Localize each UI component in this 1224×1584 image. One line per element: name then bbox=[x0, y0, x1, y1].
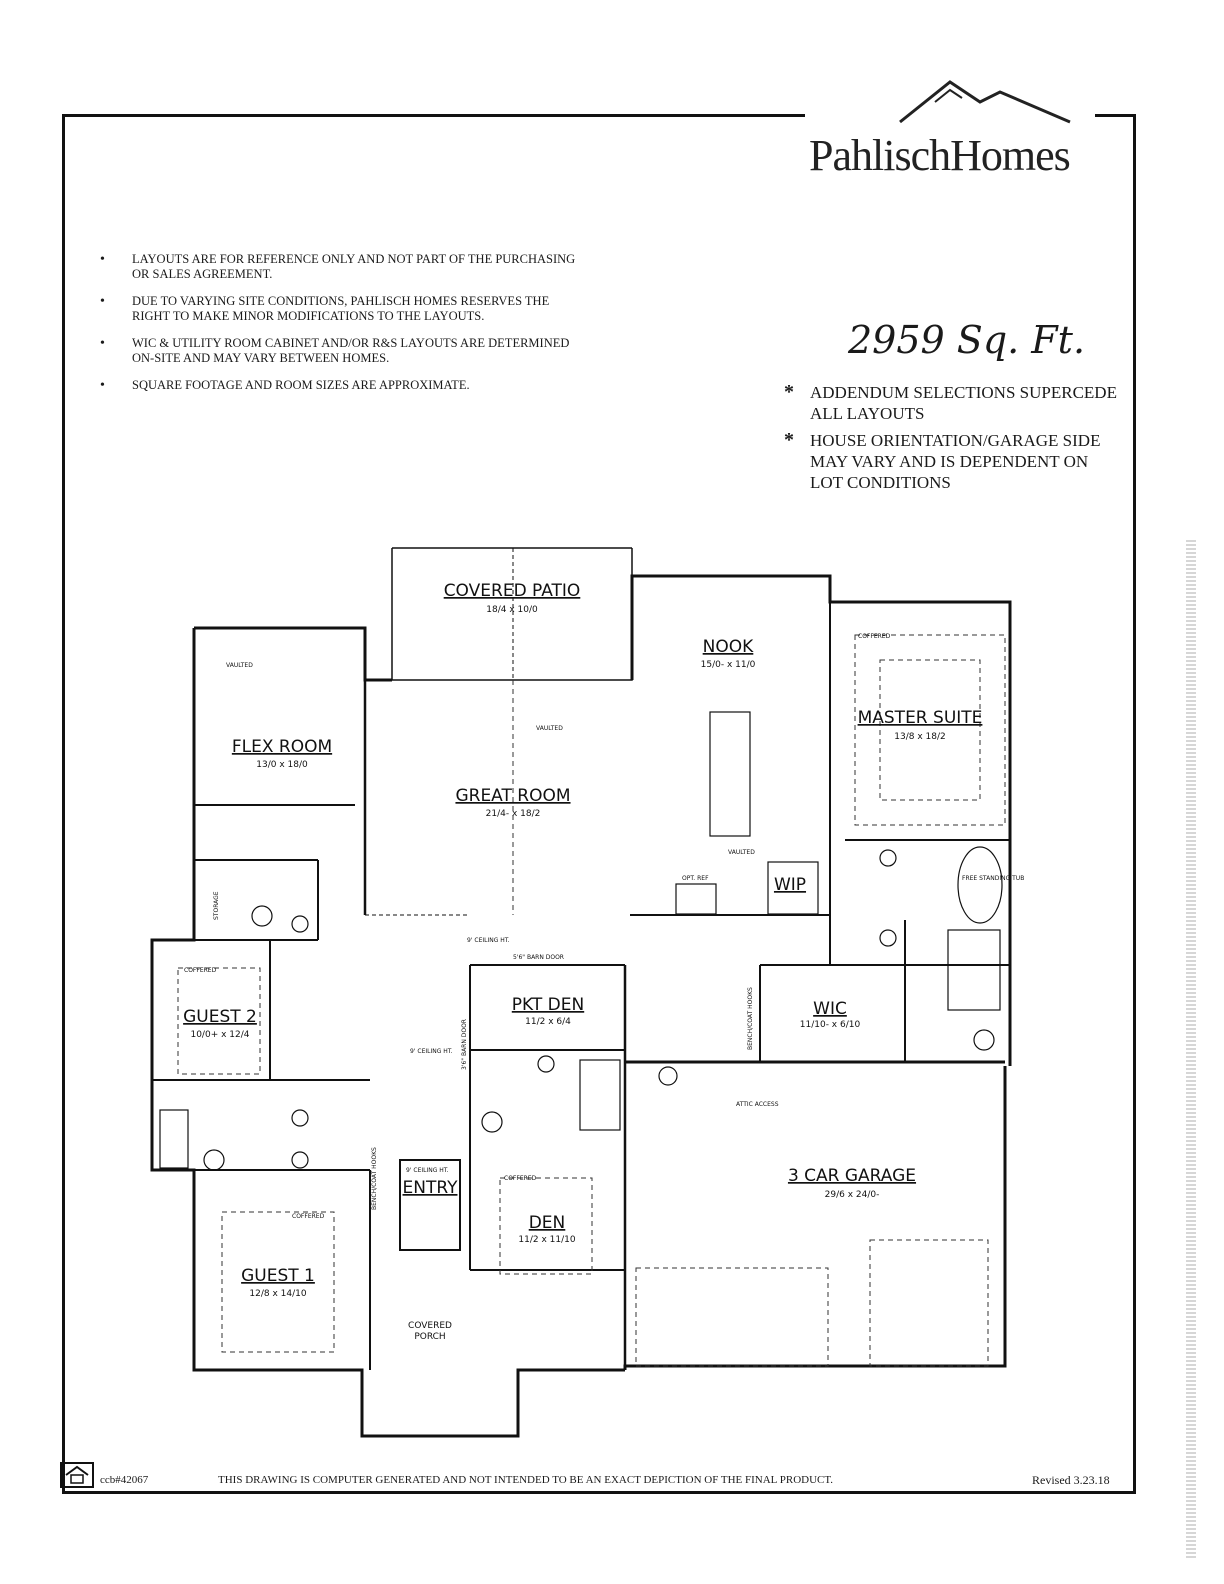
square-footage: 2959 Sq. Ft. bbox=[848, 318, 1086, 362]
note-item: LAYOUTS ARE FOR REFERENCE ONLY AND NOT P… bbox=[100, 252, 580, 282]
guest-2-dims: 10/0+ x 12/4 bbox=[190, 1030, 249, 1040]
footer-disclaimer: THIS DRAWING IS COMPUTER GENERATED AND N… bbox=[218, 1474, 834, 1486]
great-room-dims: 21/4- x 18/2 bbox=[486, 809, 541, 819]
equal-housing-icon bbox=[60, 1462, 94, 1488]
den-dims: 11/2 x 11/10 bbox=[518, 1235, 575, 1245]
storage-note: STORAGE bbox=[213, 891, 220, 920]
ceiling-height-note: 9' CEILING HT. bbox=[467, 937, 510, 944]
exterior-walls bbox=[150, 547, 1012, 1438]
master-suite-label: MASTER SUITE bbox=[858, 708, 983, 728]
note-item: WIC & UTILITY ROOM CABINET AND/OR R&S LA… bbox=[100, 336, 580, 366]
garage-label: 3 CAR GARAGE bbox=[788, 1166, 916, 1186]
mountain-logo-icon bbox=[899, 80, 1071, 124]
pkt-den-label: PKT DEN bbox=[512, 995, 584, 1015]
bench-note: BENCH/COAT HOOKS bbox=[747, 987, 754, 1050]
nook-dims: 15/0- x 11/0 bbox=[701, 660, 756, 670]
vaulted-note: VAULTED bbox=[226, 662, 253, 669]
barn-door-note: 3'6" BARN DOOR bbox=[461, 1019, 468, 1070]
garage-dims: 29/6 x 24/0- bbox=[825, 1190, 880, 1200]
covered-patio-dims: 18/4 x 10/0 bbox=[486, 605, 538, 615]
coffered-note: COFFERED bbox=[184, 967, 217, 974]
asterisk-icon: * bbox=[784, 381, 794, 403]
guest-1-dims: 12/8 x 14/10 bbox=[249, 1289, 306, 1299]
opt-ref-note: OPT. REF bbox=[682, 875, 709, 882]
flex-room-dims: 13/0 x 18/0 bbox=[256, 760, 308, 770]
nook-label: NOOK bbox=[703, 637, 754, 657]
barn-door-note: 5'6" BARN DOOR bbox=[513, 954, 564, 961]
vaulted-note: VAULTED bbox=[536, 725, 563, 732]
addendum-text: HOUSE ORIENTATION/GARAGE SIDE MAY VARY A… bbox=[810, 431, 1101, 492]
brand-name: PahlischHomes bbox=[809, 131, 1071, 180]
den-label: DEN bbox=[529, 1213, 566, 1233]
coffered-note: COFFERED bbox=[858, 633, 891, 640]
note-item: DUE TO VARYING SITE CONDITIONS, PAHLISCH… bbox=[100, 294, 580, 324]
wip-label: WIP bbox=[774, 875, 806, 895]
vaulted-note: VAULTED bbox=[728, 849, 755, 856]
ceiling-height-note: 9' CEILING HT. bbox=[406, 1167, 449, 1174]
pkt-den-dims: 11/2 x 6/4 bbox=[525, 1017, 571, 1027]
ceiling-height-note: 9' CEILING HT. bbox=[410, 1048, 453, 1055]
attic-access-note: ATTIC ACCESS bbox=[736, 1101, 779, 1108]
asterisk-icon: * bbox=[784, 429, 794, 451]
scan-edge-artifact bbox=[1186, 540, 1196, 1560]
covered-patio-label: COVERED PATIO bbox=[444, 581, 581, 601]
flex-room-label: FLEX ROOM bbox=[232, 737, 332, 757]
guest-1-label: GUEST 1 bbox=[241, 1266, 315, 1286]
page-frame bbox=[62, 114, 1136, 1494]
brand-logo: PahlischHomes bbox=[805, 72, 1095, 182]
great-room-label: GREAT ROOM bbox=[455, 786, 570, 806]
note-item: SQUARE FOOTAGE AND ROOM SIZES ARE APPROX… bbox=[100, 378, 580, 393]
disclaimer-notes: LAYOUTS ARE FOR REFERENCE ONLY AND NOT P… bbox=[100, 252, 580, 405]
ceiling-outlines bbox=[177, 634, 1006, 1367]
fixtures bbox=[159, 711, 1003, 1171]
wic-label: WIC bbox=[813, 999, 847, 1019]
guest-2-label: GUEST 2 bbox=[183, 1007, 257, 1027]
revision-date: Revised 3.23.18 bbox=[1032, 1473, 1110, 1487]
addendum-text: ADDENDUM SELECTIONS SUPERCEDE ALL LAYOUT… bbox=[810, 383, 1117, 423]
entry-label: ENTRY bbox=[403, 1178, 459, 1198]
wic-dims: 11/10- x 6/10 bbox=[800, 1020, 861, 1030]
tub-note: FREE STANDING TUB bbox=[962, 875, 1024, 882]
bench-note: BENCH/COAT HOOKS bbox=[371, 1147, 378, 1210]
coffered-note: COFFERED bbox=[504, 1175, 537, 1182]
coffered-note: COFFERED bbox=[292, 1213, 325, 1220]
master-suite-dims: 13/8 x 18/2 bbox=[894, 732, 945, 742]
license-number: ccb#42067 bbox=[100, 1474, 149, 1486]
